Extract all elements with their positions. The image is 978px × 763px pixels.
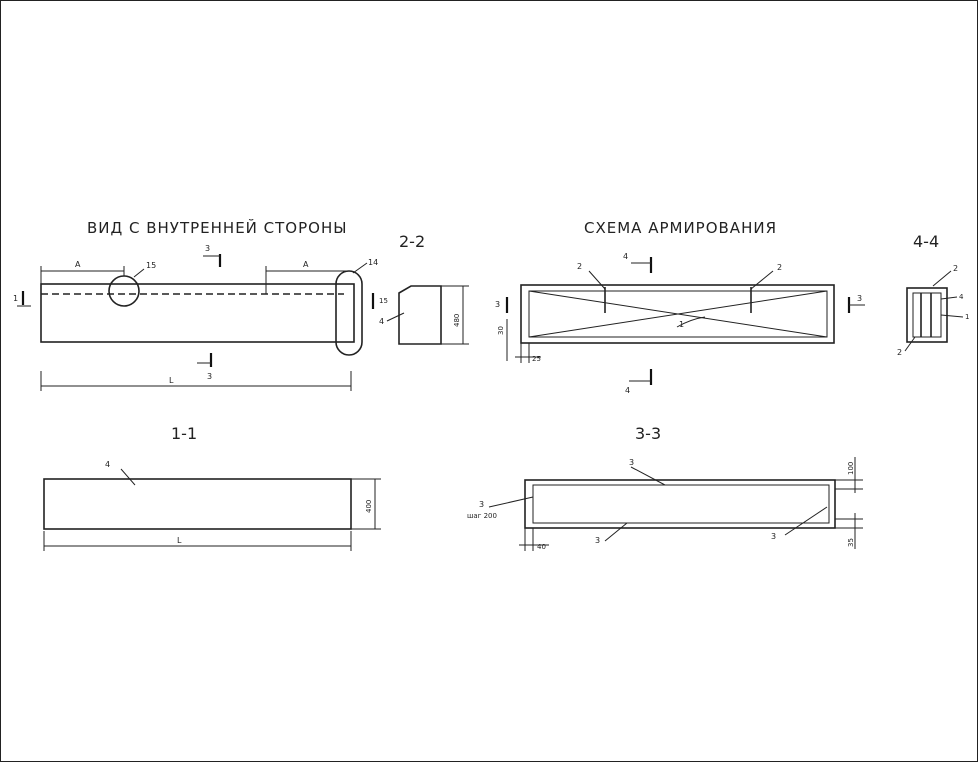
label-3: 3 <box>205 244 210 253</box>
leader-line <box>488 496 534 508</box>
section-2-2-label: 2-2 <box>399 232 425 251</box>
leader-line <box>784 506 828 536</box>
leader-line <box>630 466 666 486</box>
leader-line <box>386 312 405 322</box>
label-4: 4 <box>625 386 630 395</box>
inner-side-view: 15 14 А А 3 3 1 15 L <box>13 244 388 391</box>
label-15: 15 <box>379 297 388 305</box>
label-25: 25 <box>532 355 541 363</box>
section-3-3-label: 3-3 <box>635 424 661 443</box>
label-2: 2 <box>777 263 782 272</box>
leader-line <box>676 316 706 328</box>
leader-line <box>940 296 958 300</box>
label-40: 40 <box>537 543 546 551</box>
label-100: 100 <box>847 462 855 475</box>
label-3: 3 <box>595 536 600 545</box>
profile <box>398 285 442 345</box>
label-3: 3 <box>771 532 776 541</box>
diagonal-bar <box>528 290 828 338</box>
stirrup <box>912 292 942 338</box>
label-35: 35 <box>847 538 855 547</box>
section-4-4-label: 4-4 <box>913 232 939 251</box>
leader-line <box>120 468 136 486</box>
leader-line <box>904 336 916 352</box>
profile <box>524 479 836 529</box>
section-3-3: 3 3 шаг 200 3 3 40 100 35 <box>467 457 863 551</box>
label-3: 3 <box>479 500 484 509</box>
reinforcement-contour <box>532 484 830 524</box>
label-1: 1 <box>13 294 18 303</box>
label-4: 4 <box>379 317 384 326</box>
end-oval <box>335 270 363 356</box>
leader-line <box>604 522 628 542</box>
leader-line <box>750 270 774 290</box>
leader-line <box>932 270 952 287</box>
label-a: А <box>75 260 81 269</box>
outer-frame <box>520 284 835 344</box>
leader-line <box>588 270 606 290</box>
leader-line <box>940 314 964 318</box>
label-15: 15 <box>146 261 156 270</box>
label-480: 480 <box>453 314 461 327</box>
section-4-4: 2 4 1 2 <box>897 264 969 357</box>
insert-circle <box>108 275 140 307</box>
section-2-2: 4 480 <box>379 285 469 345</box>
panel-outline <box>40 283 355 343</box>
label-2: 2 <box>577 262 582 271</box>
title-reinforcement: СХЕМА АРМИРОВАНИЯ <box>584 219 777 237</box>
label-2: 2 <box>897 348 902 357</box>
title-inner-view: ВИД С ВНУТРЕННЕЙ СТОРОНЫ <box>87 218 347 237</box>
label-l: L <box>169 376 174 385</box>
label-3: 3 <box>495 300 500 309</box>
label-3: 3 <box>857 294 862 303</box>
label-4: 4 <box>623 252 628 261</box>
label-l: L <box>177 536 182 545</box>
section-1-1-label: 1-1 <box>171 424 197 443</box>
label-1: 1 <box>679 320 684 329</box>
label-3: 3 <box>629 458 634 467</box>
reinforcement-scheme: 2 2 1 4 4 3 3 30 25 <box>495 252 865 395</box>
profile <box>906 287 948 343</box>
label-1: 1 <box>965 313 969 321</box>
section-1-1: 4 400 L <box>43 460 381 551</box>
label-3: 3 <box>207 372 212 381</box>
leader-line <box>352 262 368 274</box>
label-2: 2 <box>953 264 958 273</box>
label-400: 400 <box>365 500 373 513</box>
label-30: 30 <box>497 326 505 335</box>
leader-line <box>133 268 145 278</box>
label-14: 14 <box>368 258 378 267</box>
inner-frame <box>528 290 828 338</box>
label-step: шаг 200 <box>467 512 497 520</box>
profile <box>43 478 352 530</box>
label-4: 4 <box>959 293 964 301</box>
label-a: А <box>303 260 309 269</box>
label-4: 4 <box>105 460 110 469</box>
